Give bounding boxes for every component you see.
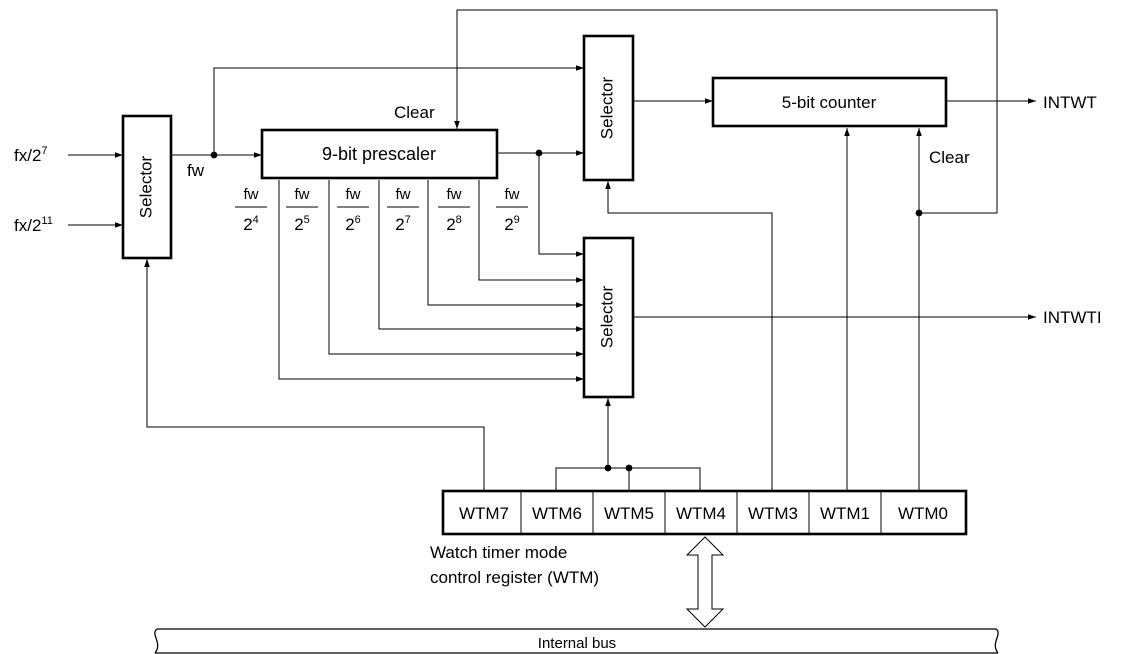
junction-dot [210, 151, 218, 159]
wire-fw26 [378, 180, 584, 332]
internal-bus-label: Internal bus [538, 635, 616, 652]
prescaler-label: 9-bit prescaler [322, 144, 436, 164]
junction-dot [625, 464, 633, 472]
input-selector-box [121, 114, 173, 260]
tap-fw-24: fw 24 [235, 186, 267, 234]
wtm-bit-wtm6: WTM6 [532, 504, 582, 523]
junction-dot [915, 209, 923, 217]
wtm-register: WTM7 WTM6 WTM5 WTM4 WTM3 WTM1 WTM0 [441, 489, 968, 536]
junction-dot [604, 464, 612, 472]
prescaler-box [260, 128, 499, 180]
tap-fw-27: fw 27 [387, 186, 419, 234]
tap-numerator: fw [447, 186, 462, 203]
wire-fw25 [328, 180, 584, 357]
clear-counter-label: Clear [929, 148, 970, 167]
tap-fw-25: fw 25 [286, 186, 318, 234]
input-fx211-label: fx/211 [14, 215, 53, 235]
junction-dot [535, 149, 543, 157]
wtm-bit-wtm7: WTM7 [459, 504, 509, 523]
wire-fw-to-top-selector [213, 65, 584, 155]
wire-wtm3 [605, 181, 773, 490]
tap-denominator: 26 [345, 214, 361, 234]
input-selector-label: Selector [136, 155, 155, 218]
output-intwt-label: INTWT [1043, 93, 1097, 112]
mid-selector-box [582, 236, 635, 399]
input-fx27-label: fx/27 [14, 145, 48, 165]
wires [68, 9, 1036, 490]
wtm-bit-wtm5: WTM5 [604, 504, 654, 523]
wtm-bit-wtm0: WTM0 [898, 504, 948, 523]
tap-denominator: 28 [446, 214, 462, 234]
tap-numerator: fw [396, 186, 411, 203]
wtm-bit-wtm3: WTM3 [748, 504, 798, 523]
wire-fw28 [478, 180, 584, 283]
fw-label: fw [187, 161, 205, 180]
wtm-register-name-line1: Watch timer mode [430, 543, 567, 562]
tap-denominator: 27 [395, 214, 411, 234]
wire-fw29-to-mid-selector [538, 153, 584, 257]
tap-denominator: 25 [294, 214, 310, 234]
tap-fw-28: fw 28 [438, 186, 470, 234]
mid-selector-label: Selector [597, 285, 616, 348]
clear-prescaler-label: Clear [394, 103, 435, 122]
wtm-bit-wtm1: WTM1 [820, 504, 870, 523]
wire-wtm7 [144, 259, 485, 490]
internal-bus-shape [154, 628, 999, 654]
tap-denominator: 29 [504, 214, 520, 234]
tap-numerator: fw [244, 186, 259, 203]
tap-fw-29: fw 29 [496, 186, 528, 234]
tap-fw-26: fw 26 [337, 186, 369, 234]
wtm-bit-wtm4: WTM4 [676, 504, 726, 523]
output-intwti-label: INTWTI [1043, 308, 1102, 327]
wire-fw24 [278, 180, 584, 382]
bus-transfer-arrow [685, 536, 725, 628]
top-selector-label: Selector [597, 76, 616, 139]
tap-numerator: fw [505, 186, 520, 203]
prescaler-taps: fw 24 fw 25 fw 26 fw 27 fw 28 fw 29 [235, 186, 528, 234]
wire-wtm0-clear-prescaler [454, 9, 998, 490]
counter-box [711, 76, 948, 128]
wire-fw27 [427, 180, 584, 308]
top-selector-box [582, 34, 635, 182]
tap-numerator: fw [346, 186, 361, 203]
tap-numerator: fw [295, 186, 310, 203]
wtm-register-name-line2: control register (WTM) [430, 568, 599, 587]
wtm-register-box [441, 489, 968, 536]
counter-label: 5-bit counter [782, 93, 877, 112]
tap-denominator: 24 [243, 214, 259, 234]
wire-wtm654-bracket [555, 467, 701, 490]
